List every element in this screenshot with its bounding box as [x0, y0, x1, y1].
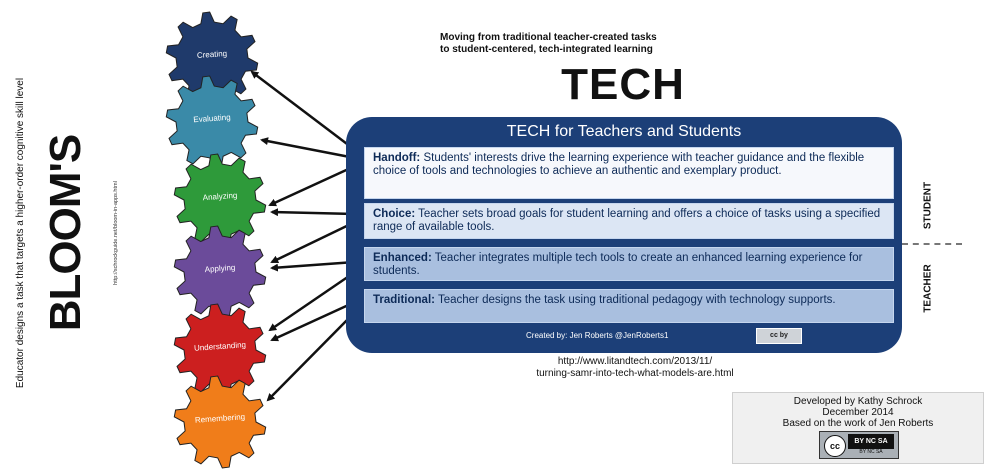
panel-credit: Created by: Jen Roberts @JenRoberts1 — [526, 331, 669, 340]
cc-license-badge: cc by — [756, 328, 802, 344]
arrow-handoff-analyzing — [268, 164, 356, 207]
level-enhanced: Enhanced: Teacher integrates multiple te… — [364, 247, 894, 281]
credit-date: December 2014 — [822, 407, 894, 418]
arrow-enhanced-applying — [270, 260, 356, 272]
gear-body — [173, 375, 267, 469]
subtitle-line-2: to student-centered, tech-integrated lea… — [440, 44, 653, 55]
source-url[interactable]: http://www.litandtech.com/2013/11/ turni… — [470, 356, 800, 380]
arrow-choice-analyzing — [270, 208, 356, 217]
source-url-line-2: turning-samr-into-tech-what-models-are.h… — [536, 368, 734, 379]
level-handoff: Handoff: Students' interests drive the l… — [364, 147, 894, 199]
credit-author: Developed by Kathy Schrock — [793, 396, 923, 407]
gear-body — [173, 225, 267, 319]
level-name: Handoff: — [373, 152, 421, 164]
gear-icon — [165, 75, 259, 169]
gear-evaluating: Evaluating — [162, 72, 262, 172]
arrow-handoff-creating — [250, 70, 356, 151]
cc-badge-sub: BY NC SA — [859, 449, 883, 455]
level-text: Students' interests drive the learning e… — [373, 152, 865, 177]
cc-badge-text: BY NC SA — [848, 434, 894, 449]
cc-logo: cc — [824, 435, 846, 457]
cc-license-icon: cc BY NC SA BY NC SA — [819, 431, 899, 459]
level-name: Enhanced: — [373, 252, 432, 264]
level-name: Choice: — [373, 208, 416, 220]
level-traditional: Traditional: Teacher designs the task us… — [364, 289, 894, 323]
label-teacher: TEACHER — [922, 264, 934, 313]
page-title: TECH — [561, 60, 685, 109]
gear-applying: Applying — [170, 222, 270, 322]
gear-body — [165, 75, 259, 169]
arrow-enhanced-understanding — [268, 270, 356, 332]
arrow-traditional-understanding — [270, 300, 356, 342]
level-name: Traditional: — [373, 294, 435, 306]
level-text: Teacher designs the task using tradition… — [434, 294, 836, 306]
credit-based-on: Based on the work of Jen Roberts — [782, 418, 934, 429]
arrow-traditional-remembering — [266, 311, 356, 402]
source-url-line-1: http://www.litandtech.com/2013/11/ — [557, 356, 713, 367]
gear-remembering: Remembering — [170, 372, 270, 472]
level-text: Teacher integrates multiple tech tools t… — [373, 252, 863, 277]
panel-title: TECH for Teachers and Students — [506, 123, 742, 140]
tech-panel: TECH for Teachers and Students Handoff: … — [346, 117, 902, 353]
gear-icon — [173, 225, 267, 319]
subtitle-line-1: Moving from traditional teacher-created … — [440, 32, 657, 43]
arrow-choice-applying — [270, 220, 356, 264]
arrow-handoff-evaluating — [260, 137, 356, 160]
level-choice: Choice: Teacher sets broad goals for stu… — [364, 203, 894, 239]
level-text: Teacher sets broad goals for student lea… — [373, 208, 881, 233]
subtitle: Moving from traditional teacher-created … — [440, 32, 800, 56]
divider-dashed — [902, 243, 962, 245]
label-student: STUDENT — [922, 181, 934, 230]
credit-box: Developed by Kathy Schrock December 2014… — [732, 392, 984, 464]
gear-icon — [173, 375, 267, 469]
